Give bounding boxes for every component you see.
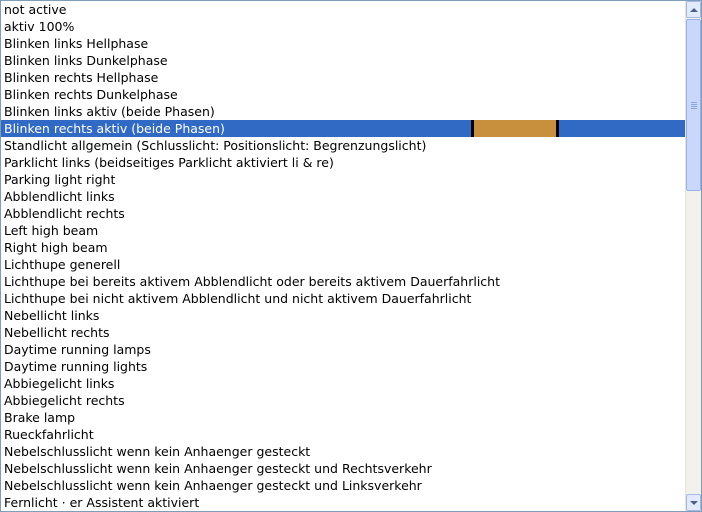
list-item-label: Parking light right [4, 172, 116, 187]
list-item-label: Blinken links Hellphase [4, 36, 149, 51]
list-item-label: Parklicht links (beidseitiges Parklicht … [4, 155, 334, 170]
list-item-label: Blinken links Dunkelphase [4, 53, 168, 68]
list-item[interactable]: Left high beam [1, 222, 685, 239]
list-item-label: not active [4, 2, 67, 17]
list-item[interactable]: Lichthupe bei bereits aktivem Abblendlic… [1, 273, 685, 290]
list-item-label: Left high beam [4, 223, 99, 238]
list-item-label: Nebellicht rechts [4, 325, 110, 340]
list-item[interactable]: Abbiegelicht rechts [1, 392, 685, 409]
list-item-label: Nebelschlusslicht wenn kein Anhaenger ge… [4, 478, 422, 493]
list-item-label: aktiv 100% [4, 19, 75, 34]
list-item[interactable]: Daytime running lamps [1, 341, 685, 358]
list-item[interactable]: Nebellicht links [1, 307, 685, 324]
vertical-scrollbar[interactable] [685, 1, 701, 511]
list-item-label: Lichthupe bei bereits aktivem Abblendlic… [4, 274, 500, 289]
list-item[interactable]: Nebellicht rechts [1, 324, 685, 341]
list-item-label: Blinken links aktiv (beide Phasen) [4, 104, 215, 119]
list-item[interactable]: Rueckfahrlicht [1, 426, 685, 443]
list-item-label: Standlicht allgemein (Schlusslicht: Posi… [4, 138, 427, 153]
list-item-label: Abbiegelicht rechts [4, 393, 125, 408]
list-item[interactable]: Blinken rechts Hellphase [1, 69, 685, 86]
list-item-label: Lichthupe bei nicht aktivem Abblendlicht… [4, 291, 472, 306]
list-item-label: Abbiegelicht links [4, 376, 115, 391]
grip-icon [691, 102, 697, 109]
list-item[interactable]: Nebelschlusslicht wenn kein Anhaenger ge… [1, 443, 685, 460]
list-item-label: Fernlicht · er Assistent aktiviert [4, 495, 200, 510]
scroll-down-button[interactable] [686, 494, 701, 511]
list-item[interactable]: Abbiegelicht links [1, 375, 685, 392]
list-item[interactable]: Parklicht links (beidseitiges Parklicht … [1, 154, 685, 171]
list-item-label: Blinken rechts Dunkelphase [4, 87, 178, 102]
list-item-label: Right high beam [4, 240, 108, 255]
list-item-label: Daytime running lamps [4, 342, 151, 357]
list-item[interactable]: Blinken links Dunkelphase [1, 52, 685, 69]
list-item-label: Abblendlicht links [4, 189, 115, 204]
list-item[interactable]: Standlicht allgemein (Schlusslicht: Posi… [1, 137, 685, 154]
list-item-label: Nebelschlusslicht wenn kein Anhaenger ge… [4, 444, 311, 459]
list-item-label: Nebelschlusslicht wenn kein Anhaenger ge… [4, 461, 432, 476]
list-item[interactable]: Abblendlicht links [1, 188, 685, 205]
list-item[interactable]: Blinken links Hellphase [1, 35, 685, 52]
list-item[interactable]: Blinken rechts Dunkelphase [1, 86, 685, 103]
list-item-label: Lichthupe generell [4, 257, 121, 272]
list-item[interactable]: Nebelschlusslicht wenn kein Anhaenger ge… [1, 477, 685, 494]
list-item[interactable]: not active [1, 1, 685, 18]
list-item[interactable]: Blinken rechts aktiv (beide Phasen) [1, 120, 685, 137]
arrow-up-icon [689, 7, 698, 12]
list-item[interactable]: Right high beam [1, 239, 685, 256]
list-item-label: Rueckfahrlicht [4, 427, 94, 442]
arrow-down-icon [689, 500, 698, 505]
list-item-label: Daytime running lights [4, 359, 148, 374]
list-item[interactable]: Daytime running lights [1, 358, 685, 375]
list-item-label: Blinken rechts aktiv (beide Phasen) [4, 121, 225, 136]
list-item[interactable]: Brake lamp [1, 409, 685, 426]
list-item-label: Blinken rechts Hellphase [4, 70, 159, 85]
list-item[interactable]: Lichthupe bei nicht aktivem Abblendlicht… [1, 290, 685, 307]
list-item-label: Nebellicht links [4, 308, 100, 323]
list-item[interactable]: Blinken links aktiv (beide Phasen) [1, 103, 685, 120]
list-item[interactable]: aktiv 100% [1, 18, 685, 35]
list-item[interactable]: Nebelschlusslicht wenn kein Anhaenger ge… [1, 460, 685, 477]
list-item[interactable]: Fernlicht · er Assistent aktiviert [1, 494, 685, 511]
list-item-label: Abblendlicht rechts [4, 206, 125, 221]
list-item[interactable]: Abblendlicht rechts [1, 205, 685, 222]
listbox-items[interactable]: not active aktiv 100% Blinken links Hellph… [1, 1, 685, 511]
list-item[interactable]: Parking light right [1, 171, 685, 188]
scroll-up-button[interactable] [686, 1, 701, 18]
scrollbar-thumb[interactable] [686, 19, 701, 191]
color-swatch [471, 120, 559, 137]
list-item[interactable]: Lichthupe generell [1, 256, 685, 273]
list-item-label: Brake lamp [4, 410, 76, 425]
